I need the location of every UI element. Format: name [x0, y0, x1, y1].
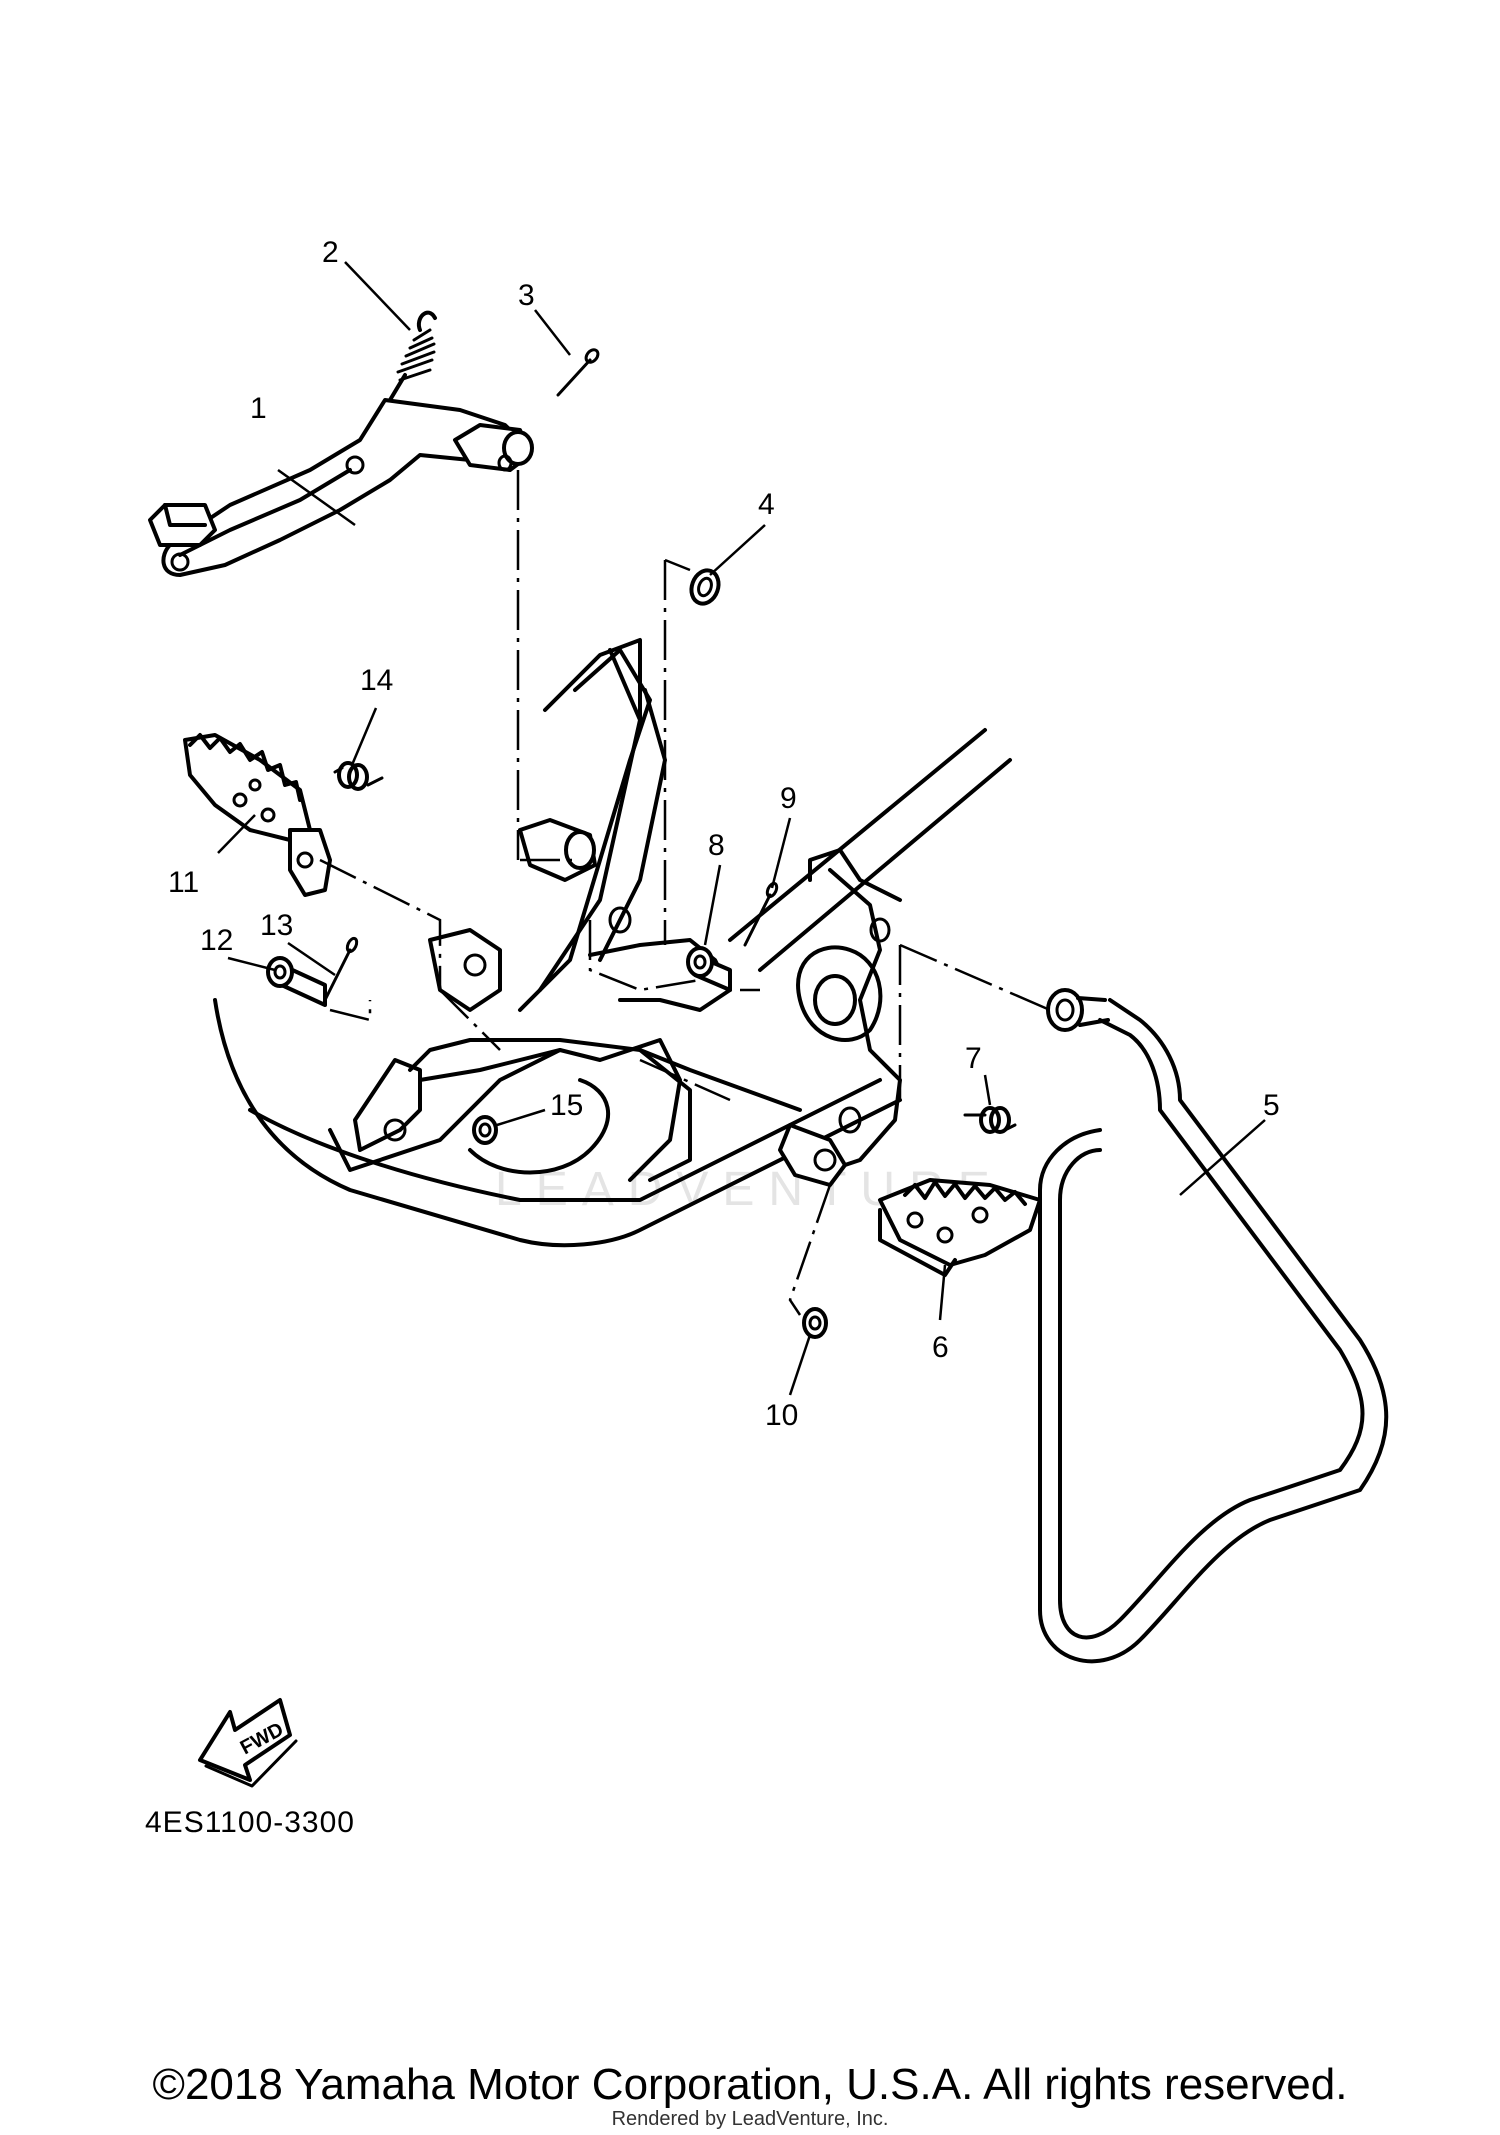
callout-1: 1 — [250, 392, 267, 425]
part-9-cotter-pin — [743, 881, 779, 947]
callout-11: 11 — [168, 866, 199, 899]
callout-13: 13 — [260, 909, 293, 942]
callout-9: 9 — [780, 782, 797, 815]
diagram-code: 4ES1100-3300 — [145, 1806, 355, 1839]
callout-14: 14 — [360, 664, 393, 697]
part-13-cotter-pin — [323, 936, 359, 1002]
part-8-pin — [686, 946, 732, 992]
callout-15: 15 — [550, 1089, 583, 1122]
part-15-washer — [472, 1115, 498, 1145]
part-4-washer — [689, 568, 721, 606]
frame — [213, 638, 1012, 1248]
part-1-brake-pedal — [148, 398, 534, 577]
part-6-right-footpeg — [878, 1178, 1042, 1277]
part-12-pin — [266, 956, 327, 1007]
callout-7: 7 — [965, 1042, 982, 1075]
leader-lines — [217, 261, 1266, 1396]
part-3-cotter-pin — [556, 348, 600, 397]
part-5-stand — [1038, 988, 1389, 1664]
callout-5: 5 — [1263, 1089, 1280, 1122]
callouts: 1 2 3 4 5 6 7 8 9 10 11 12 13 14 15 — [168, 236, 1280, 1432]
part-14-spring — [333, 761, 384, 791]
callout-8: 8 — [708, 829, 725, 862]
part-2-spring — [388, 310, 437, 402]
callout-2: 2 — [322, 236, 339, 269]
part-10-washer — [802, 1307, 828, 1339]
part-11-left-footpeg — [183, 733, 332, 897]
callout-3: 3 — [518, 279, 535, 312]
part-7-spring — [963, 1106, 1017, 1134]
callout-12: 12 — [200, 924, 233, 957]
callout-10: 10 — [765, 1399, 798, 1432]
callout-4: 4 — [758, 488, 775, 521]
assembly-lines — [319, 470, 1051, 1316]
copyright-notice: ©2018 Yamaha Motor Corporation, U.S.A. A… — [152, 2060, 1348, 2109]
callout-6: 6 — [932, 1331, 949, 1364]
fwd-arrow-icon: FWD — [198, 1698, 298, 1788]
rendered-by-notice: Rendered by LeadVenture, Inc. — [611, 2108, 889, 2130]
